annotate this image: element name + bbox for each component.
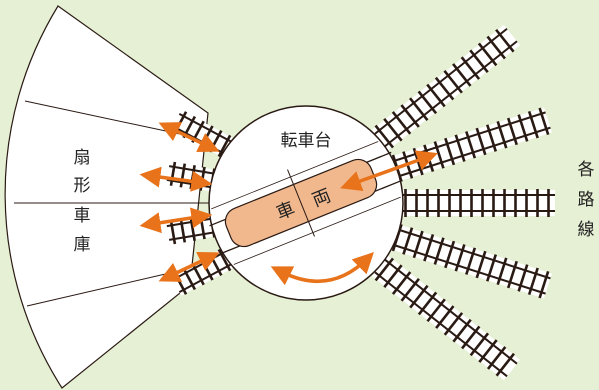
track-tie	[486, 35, 506, 60]
roundhouse-label-char: 車	[74, 206, 91, 225]
track-tie	[506, 117, 518, 146]
track-tie	[478, 339, 498, 363]
movement-arrows	[139, 122, 438, 286]
track-tie	[433, 237, 445, 265]
railway-track	[400, 189, 555, 217]
track-tie	[454, 134, 466, 162]
track-tie	[475, 250, 487, 279]
roundhouse-label-char: 形	[74, 176, 91, 195]
track-tie	[452, 318, 472, 343]
railway-track	[371, 255, 521, 381]
lines-label-char: 各	[578, 160, 595, 179]
track-tie	[409, 97, 429, 121]
track-tie	[383, 117, 403, 142]
track-tie	[426, 298, 446, 323]
track-tie	[452, 63, 472, 87]
double-arrow-icon	[158, 122, 220, 153]
roundhouse-label-char: 扇	[74, 148, 91, 167]
lines-label-char: 路	[578, 190, 595, 209]
track-tie	[496, 257, 508, 285]
turntable-label: 転車台	[281, 131, 332, 150]
rail	[374, 27, 508, 135]
track-tie	[417, 291, 438, 316]
rotation-arrow-icon	[270, 252, 374, 286]
track-tie	[496, 121, 508, 149]
track-tie	[475, 127, 487, 156]
track-tie	[469, 332, 490, 357]
track-tie	[495, 352, 515, 377]
rail	[384, 40, 518, 148]
track-tie	[374, 257, 395, 282]
track-tie	[435, 305, 455, 329]
railway-track	[371, 24, 521, 151]
railway-track	[388, 223, 552, 299]
track-tie	[486, 346, 507, 370]
double-arrow-icon	[158, 251, 220, 282]
track-tie	[400, 104, 420, 128]
rail	[394, 227, 551, 280]
roundhouse-label-char: 庫	[74, 235, 91, 254]
track-tie	[391, 271, 412, 295]
track-tie	[486, 124, 498, 152]
bridge-edge	[233, 196, 401, 265]
track-tie	[444, 240, 456, 269]
double-arrow-icon	[139, 166, 213, 192]
double-arrow-icon	[340, 150, 438, 192]
track-tie	[383, 264, 403, 289]
track-tie	[527, 267, 539, 296]
bridge-divider	[287, 169, 315, 237]
track-tie	[517, 114, 529, 142]
track-tie	[426, 83, 446, 108]
double-arrow-icon	[139, 207, 213, 234]
track-tie	[538, 270, 550, 299]
lines-label-char: 線	[578, 220, 595, 239]
track-tie	[400, 278, 420, 302]
track-tie	[461, 325, 481, 350]
track-tie	[434, 76, 455, 101]
track-tie	[444, 137, 456, 166]
track-tie	[469, 49, 489, 74]
track-tie	[443, 70, 463, 94]
track-tie	[465, 247, 477, 275]
track-tie	[443, 312, 464, 336]
roundhouse-outline	[4, 5, 209, 389]
rail	[389, 242, 546, 295]
track-tie	[517, 264, 529, 292]
track-tie	[465, 131, 477, 159]
track-tie	[433, 141, 445, 169]
track-tie	[374, 124, 395, 149]
track-tie	[391, 111, 412, 135]
track-tie	[409, 284, 429, 309]
track-tie	[506, 260, 518, 289]
rail	[374, 271, 508, 378]
track-tie	[412, 230, 424, 259]
rail	[384, 258, 518, 365]
track-tie	[402, 227, 414, 255]
track-tie	[495, 28, 515, 53]
track-tie	[538, 107, 550, 136]
track-tie	[417, 90, 438, 115]
track-tie	[423, 234, 435, 262]
track-tie	[527, 110, 539, 139]
track-tie	[460, 56, 481, 80]
track-tie	[454, 244, 466, 272]
track-tie	[477, 42, 498, 67]
track-tie	[486, 254, 498, 282]
